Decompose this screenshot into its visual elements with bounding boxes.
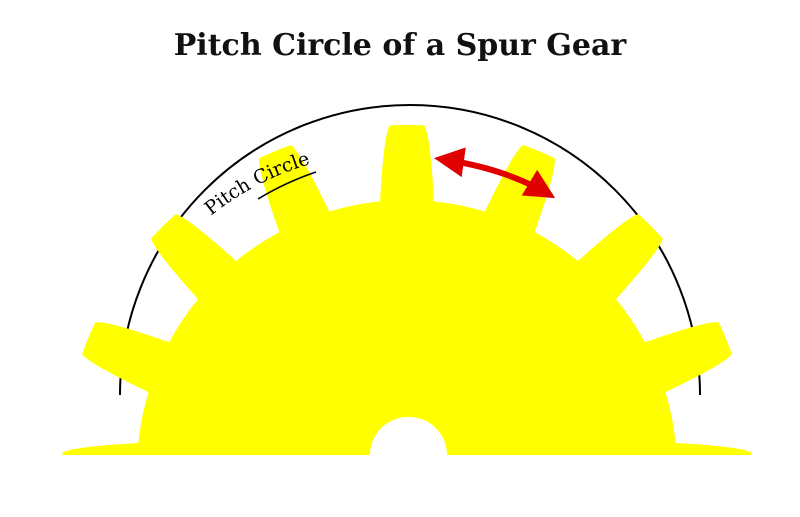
circular-pitch-arrow: [434, 147, 556, 199]
spur-gear: [62, 124, 752, 455]
pitch-circle: [119, 104, 701, 396]
gear-body: [62, 124, 752, 455]
gear-bore: [370, 417, 446, 455]
diagram-title: Pitch Circle of a Spur Gear: [173, 28, 627, 63]
pitch-circle-label-underline: [257, 171, 317, 200]
